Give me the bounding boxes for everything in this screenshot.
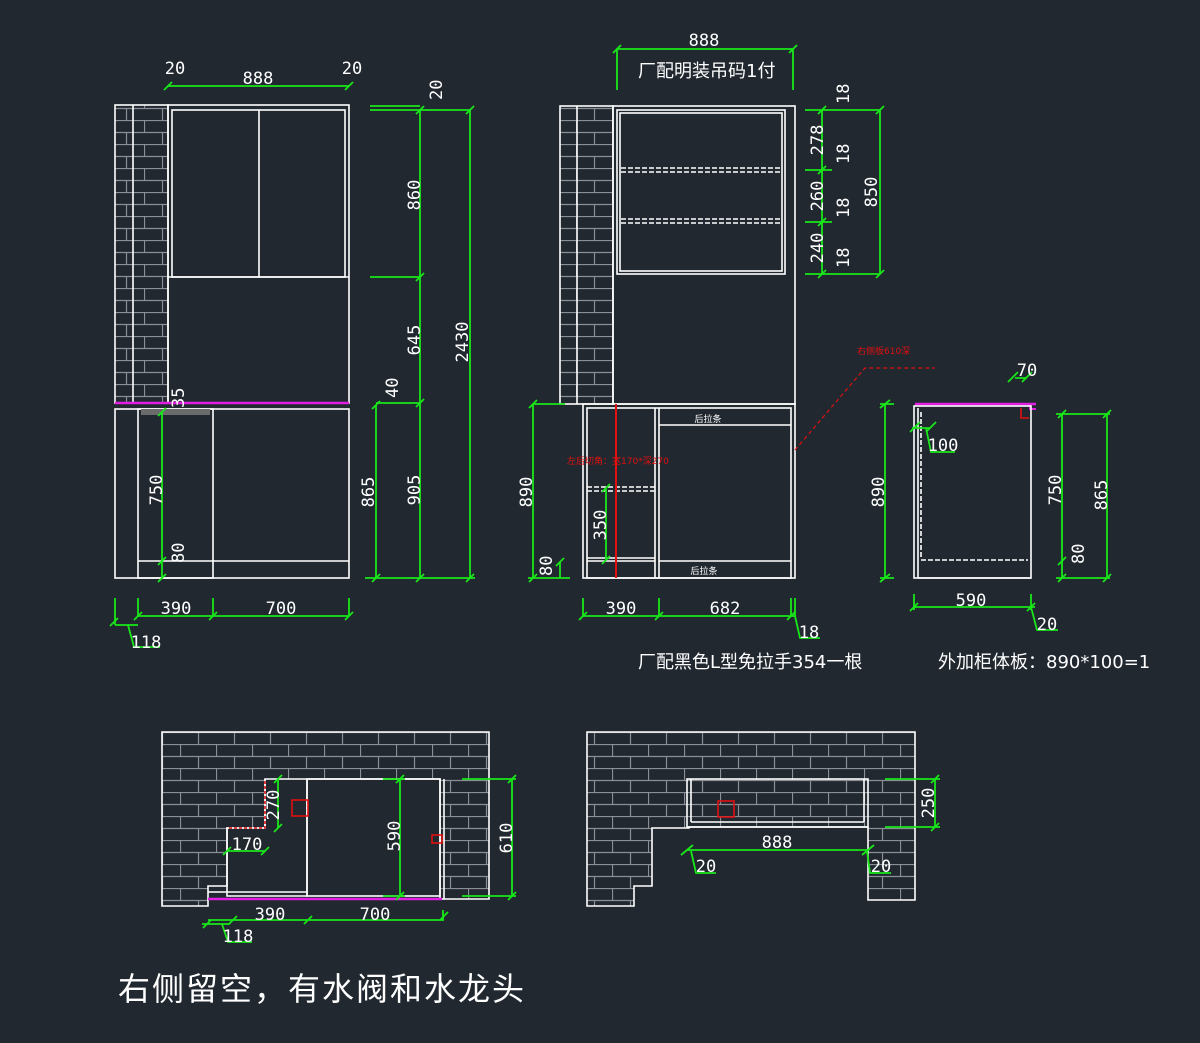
dim-board-18-d: 18 [834,248,854,268]
dim-board-18-c: 18 [834,198,854,218]
plan-lower: 270 170 590 610 390 700 118 [161,731,517,947]
dim-bottom-390-right: 390 [606,599,637,619]
dim-plan-610: 610 [497,823,517,854]
plan-upper: 250 888 20 20 [586,731,940,907]
top-rail-label: 后拉条 [694,413,721,425]
dim-board-18-b: 18 [834,144,854,164]
dim-middle-height: 645 [405,325,425,356]
dim-side-890: 890 [869,477,889,508]
dim-bottom-18: 18 [799,623,819,643]
side-cabinet [913,405,1032,579]
dim-plan-888: 888 [762,833,793,853]
dim-notch-170: 170 [232,835,263,855]
lower-cabinet [114,408,350,579]
dim-plan-250: 250 [919,788,939,819]
front-view-right: 888 厂配明装吊码1付 18 278 18 260 18 240 18 850… [517,31,935,643]
dim-plan-590: 590 [385,821,405,852]
sink-cabinet [582,403,796,579]
dim-side-80: 80 [1069,544,1089,564]
dim-inner-350: 350 [591,510,611,541]
dim-inner-750: 750 [147,475,167,506]
dim-top-offset: 20 [427,80,447,100]
dim-bottom-390: 390 [161,599,192,619]
dim-shelf-240: 240 [808,233,828,264]
brick-wall-left [115,105,168,403]
dim-total-height: 2430 [453,322,473,363]
front-view-left: 20 888 20 20 860 645 905 2430 40 865 35 … [109,59,475,653]
dim-side-750: 750 [1046,475,1066,506]
dim-top-70: 70 [1017,361,1037,381]
dim-plan-right-20: 20 [871,857,891,877]
extra-panel-note: 外加柜体板：890*100=1 [938,652,1150,673]
dim-plinth-80: 80 [169,543,189,563]
dim-bottom-700: 700 [266,599,297,619]
dim-lower-905: 905 [405,475,425,506]
dim-lower-865: 865 [359,477,379,508]
dim-shelf-278: 278 [808,125,828,156]
dim-upper-height: 860 [405,180,425,211]
side-panel-note: 右侧板610深 [857,345,910,357]
dim-hanger-width: 888 [689,31,720,51]
dim-top-35: 35 [169,388,189,408]
dim-side-590: 590 [956,591,987,611]
dim-counter-40: 40 [383,378,403,398]
dim-plan-118: 118 [223,927,254,947]
dim-plinth-80-right: 80 [537,556,557,576]
handle-note: 厂配黑色L型免拉手354一根 [638,652,862,673]
dim-top-right-gap: 20 [342,59,362,79]
side-view: 70 100 890 750 865 80 590 20 [869,361,1112,635]
dim-side-865: 865 [1092,480,1112,511]
brick-wall-right [560,106,613,404]
bottom-rail-label: 后拉条 [690,565,717,577]
dim-plan-left-20: 20 [696,857,716,877]
cut-corner-note: 左后切角：宽170*深270 [567,455,669,467]
dim-shelf-260: 260 [808,181,828,212]
dim-bottom-682: 682 [710,599,741,619]
dim-top-left-gap: 20 [165,59,185,79]
wall-cabinet [612,105,796,405]
dim-bottom-118: 118 [131,633,162,653]
dim-inner-100: 100 [928,436,959,456]
dim-notch-270: 270 [264,790,284,821]
dim-upper-850: 850 [862,177,882,208]
dim-top-width: 888 [243,69,274,89]
dim-plan-700: 700 [360,905,391,925]
dim-side-20: 20 [1037,615,1057,635]
dim-plan-390: 390 [255,905,286,925]
footer-note: 右侧留空，有水阀和水龙头 [118,970,526,1008]
dim-lower-890: 890 [517,477,537,508]
hanger-note: 厂配明装吊码1付 [638,61,775,82]
dim-board-18-a: 18 [834,84,854,104]
